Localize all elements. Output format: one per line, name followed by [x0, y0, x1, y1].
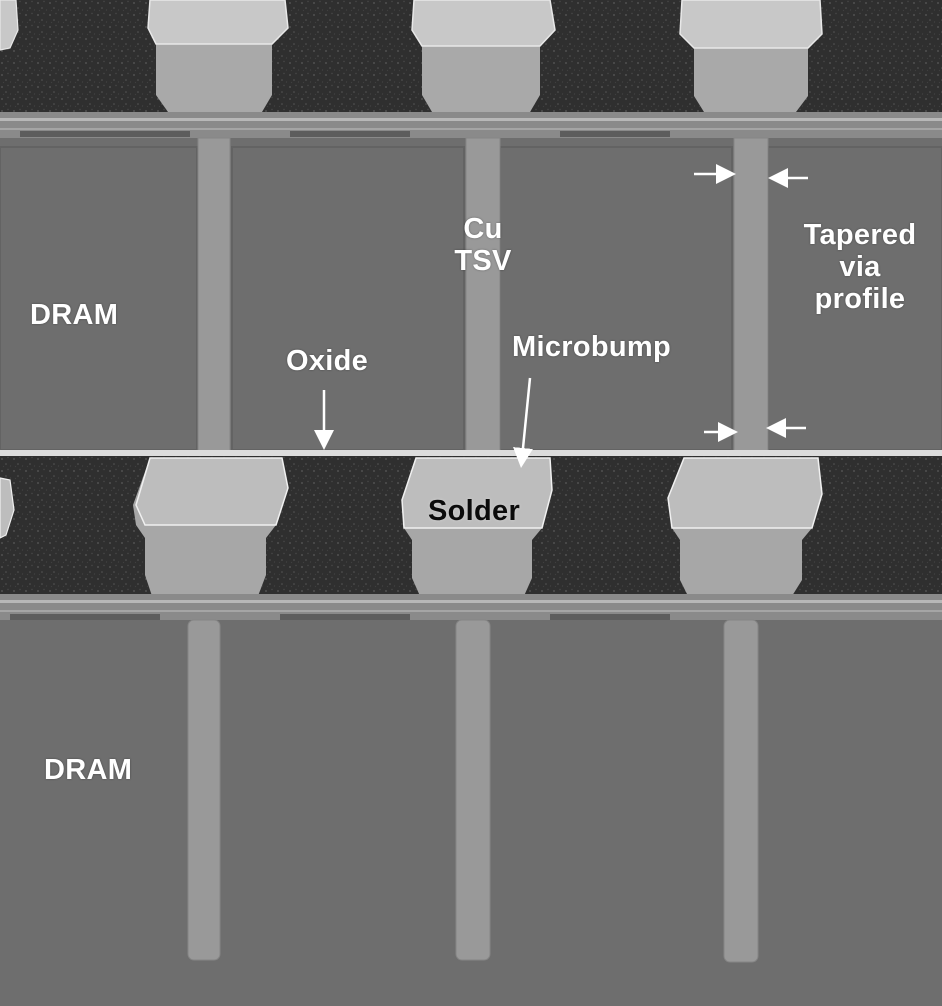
dram-upper-label: DRAM — [30, 299, 119, 331]
metal-layer-bottom — [0, 594, 942, 620]
cu-tsv-label-line1: Cu — [463, 213, 503, 245]
microbump-top-row — [0, 0, 823, 112]
tapered-label-line2: via — [839, 250, 881, 283]
tsv-lower-row — [187, 619, 759, 963]
cu-tsv-label-line2: TSV — [454, 244, 512, 277]
tapered-label-line3: profile — [814, 282, 906, 315]
oxide-layer — [0, 450, 942, 456]
dram-lower-label: DRAM — [44, 754, 133, 786]
annotation-arrows — [314, 164, 808, 468]
oxide-label: Oxide — [286, 345, 369, 377]
microbump-arrow — [513, 377, 533, 468]
tapered-via-label: Tapered via profile — [778, 219, 942, 316]
tapered-label-line1: Tapered — [803, 219, 917, 251]
metal-layer-top — [0, 112, 942, 138]
microbump-middle-row — [0, 457, 823, 596]
solder-label: Solder — [428, 495, 521, 527]
cu-tsv-label: Cu TSV — [448, 213, 518, 278]
microbump-label: Microbump — [512, 331, 671, 363]
